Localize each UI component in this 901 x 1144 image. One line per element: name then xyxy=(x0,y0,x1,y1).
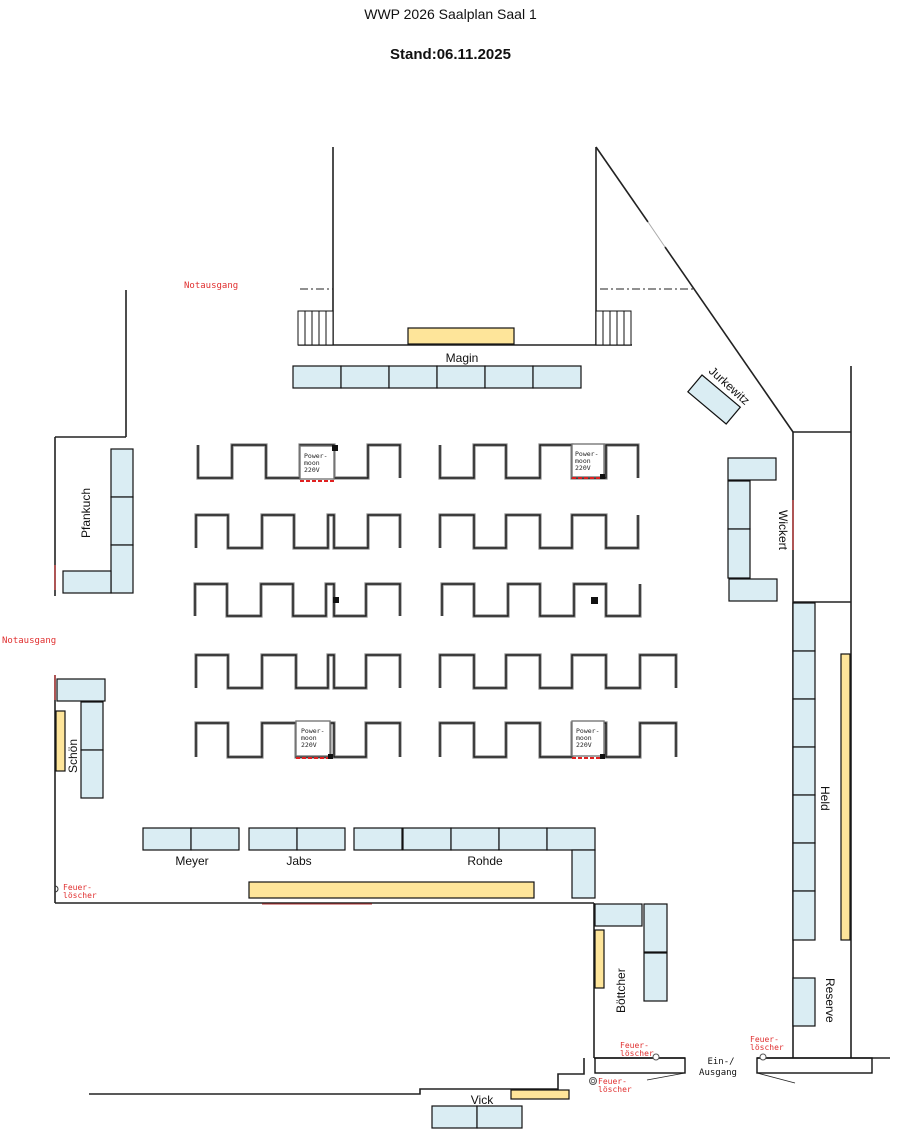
booth-pfankuch[interactable]: Pfankuch xyxy=(62,448,134,594)
svg-text:220V: 220V xyxy=(301,741,317,749)
walls xyxy=(54,146,890,1095)
plan-title: WWP 2026 Saalplan Saal 1 xyxy=(364,6,537,22)
svg-text:220V: 220V xyxy=(304,466,320,474)
stage-top xyxy=(407,327,515,345)
svg-text:220V: 220V xyxy=(575,464,591,472)
stage-bottom xyxy=(248,881,535,899)
svg-text:Feuer-: Feuer- xyxy=(598,1077,627,1086)
stairs-left xyxy=(297,310,334,346)
booth-reserve[interactable]: Reserve xyxy=(792,977,837,1027)
seat-row-2 xyxy=(194,513,640,550)
booth-boettcher[interactable]: Böttcher xyxy=(594,903,668,1013)
stage-boettcher xyxy=(594,929,605,989)
booth-held[interactable]: Held xyxy=(792,602,832,941)
stairs-right xyxy=(595,310,632,346)
booth-wickert[interactable]: Wickert xyxy=(727,457,790,602)
svg-text:löscher: löscher xyxy=(750,1043,784,1052)
svg-text:Feuer-: Feuer- xyxy=(750,1035,779,1044)
booth-rohde[interactable]: Rohde xyxy=(353,827,596,899)
seating-rows xyxy=(193,443,678,759)
label-jabs: Jabs xyxy=(286,854,311,868)
booth-vick[interactable]: Vick xyxy=(431,1093,523,1129)
seat-row-5 xyxy=(194,721,678,759)
svg-text:Power-: Power- xyxy=(576,727,599,735)
label-boettcher: Böttcher xyxy=(614,968,628,1013)
power-socket-icon xyxy=(591,597,598,604)
svg-text:löscher: löscher xyxy=(63,891,97,900)
label-rohde: Rohde xyxy=(467,854,503,868)
svg-text:moon: moon xyxy=(304,459,320,467)
powermoon-row5-left: Power- moon 220V xyxy=(295,720,333,759)
svg-text:moon: moon xyxy=(576,734,592,742)
emergency-exit-top: Notausgang xyxy=(184,281,238,291)
booth-magin[interactable]: Magin xyxy=(292,351,582,389)
stage-vick xyxy=(510,1089,570,1100)
stage-held xyxy=(840,653,851,941)
seat-row-3 xyxy=(193,582,642,618)
booth-schoen[interactable]: Schön xyxy=(56,678,106,799)
svg-text:moon: moon xyxy=(301,734,317,742)
svg-text:Power-: Power- xyxy=(304,452,327,460)
label-meyer: Meyer xyxy=(175,854,208,868)
extinguisher-bottom: Feuer- löscher xyxy=(589,1077,632,1094)
extinguisher-left: Feuer- löscher xyxy=(54,883,97,900)
powermoon-row1-right: Power- moon 220V xyxy=(571,443,605,479)
power-socket-icon xyxy=(333,597,339,603)
label-held: Held xyxy=(818,786,832,811)
svg-text:löscher: löscher xyxy=(620,1049,654,1058)
powermoon-row1-left: Power- moon 220V xyxy=(299,445,338,482)
label-schoen: Schön xyxy=(66,739,80,773)
booth-jurkewitz[interactable]: Jurkewitz xyxy=(687,364,753,425)
svg-text:Ausgang: Ausgang xyxy=(699,1068,737,1078)
label-magin: Magin xyxy=(446,351,479,365)
extinguisher-right: Feuer- löscher xyxy=(750,1035,784,1061)
label-pfankuch: Pfankuch xyxy=(79,488,93,538)
plan-date: Stand:06.11.2025 xyxy=(390,46,511,63)
extinguisher-boettcher: Feuer- löscher xyxy=(620,1041,660,1061)
powermoon-row5-right: Power- moon 220V xyxy=(571,720,605,759)
booth-meyer[interactable]: Meyer xyxy=(142,827,240,868)
emergency-exit-left: Notausgang xyxy=(2,636,56,646)
label-reserve: Reserve xyxy=(823,978,837,1023)
svg-text:Feuer-: Feuer- xyxy=(63,883,92,892)
label-vick: Vick xyxy=(471,1093,494,1107)
svg-text:Feuer-: Feuer- xyxy=(620,1041,649,1050)
svg-text:löscher: löscher xyxy=(598,1085,632,1094)
label-wickert: Wickert xyxy=(776,510,790,551)
svg-text:Power-: Power- xyxy=(575,450,598,458)
svg-text:Ein-/: Ein-/ xyxy=(707,1057,734,1067)
svg-text:Power-: Power- xyxy=(301,727,324,735)
main-entrance: Ein-/ Ausgang xyxy=(699,1057,737,1078)
svg-text:moon: moon xyxy=(575,457,591,465)
booth-jabs[interactable]: Jabs xyxy=(248,827,346,868)
seat-row-4 xyxy=(194,653,678,690)
stage-schoen xyxy=(55,710,66,772)
svg-text:220V: 220V xyxy=(576,741,592,749)
